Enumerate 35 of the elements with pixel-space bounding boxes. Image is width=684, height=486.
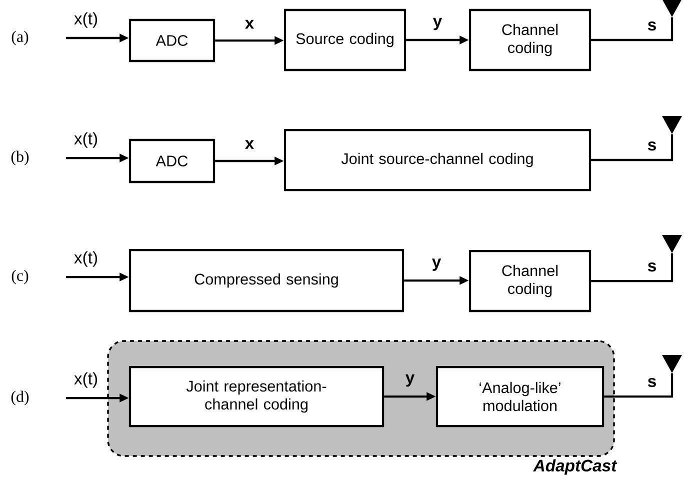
edge-label: x: [244, 20, 254, 29]
edge-label: s: [648, 21, 656, 31]
antenna: [662, 116, 682, 134]
antenna: [662, 235, 682, 253]
edge-label: x(t): [74, 251, 97, 267]
process-box: Joint representation-channel coding: [128, 366, 384, 428]
process-box: ADC: [128, 138, 216, 184]
process-box: ADC: [128, 18, 216, 62]
process-box: Source coding: [284, 8, 406, 72]
antenna: [662, 0, 682, 17]
line: [591, 134, 674, 162]
panel-label: (b): [11, 150, 29, 166]
line: [591, 253, 674, 282]
process-box: Channel coding: [468, 250, 592, 312]
line: [604, 373, 674, 398]
process-box: Joint source-channel coding: [284, 128, 592, 192]
line: [591, 17, 674, 42]
process-box: Channel coding: [468, 8, 592, 72]
panel-label: (a): [12, 30, 28, 46]
edge-label: y: [406, 374, 415, 387]
edge-label: x: [244, 140, 254, 149]
edge-label: y: [432, 258, 442, 271]
edge-label: s: [648, 141, 656, 151]
process-box: Compressed sensing: [128, 248, 404, 312]
panel-label: (d): [11, 390, 29, 406]
node-label: AdaptCast: [533, 459, 618, 475]
process-box: ‘Analog-like’ modulation: [436, 366, 604, 428]
edge-label: s: [648, 262, 656, 272]
edge-label: s: [648, 378, 656, 388]
edge-label: x(t): [74, 132, 97, 148]
edge-label: x(t): [74, 12, 97, 28]
panel-label: (c): [12, 270, 28, 284]
edge-label: x(t): [74, 372, 97, 388]
edge-label: y: [433, 18, 442, 30]
antenna: [662, 355, 682, 373]
